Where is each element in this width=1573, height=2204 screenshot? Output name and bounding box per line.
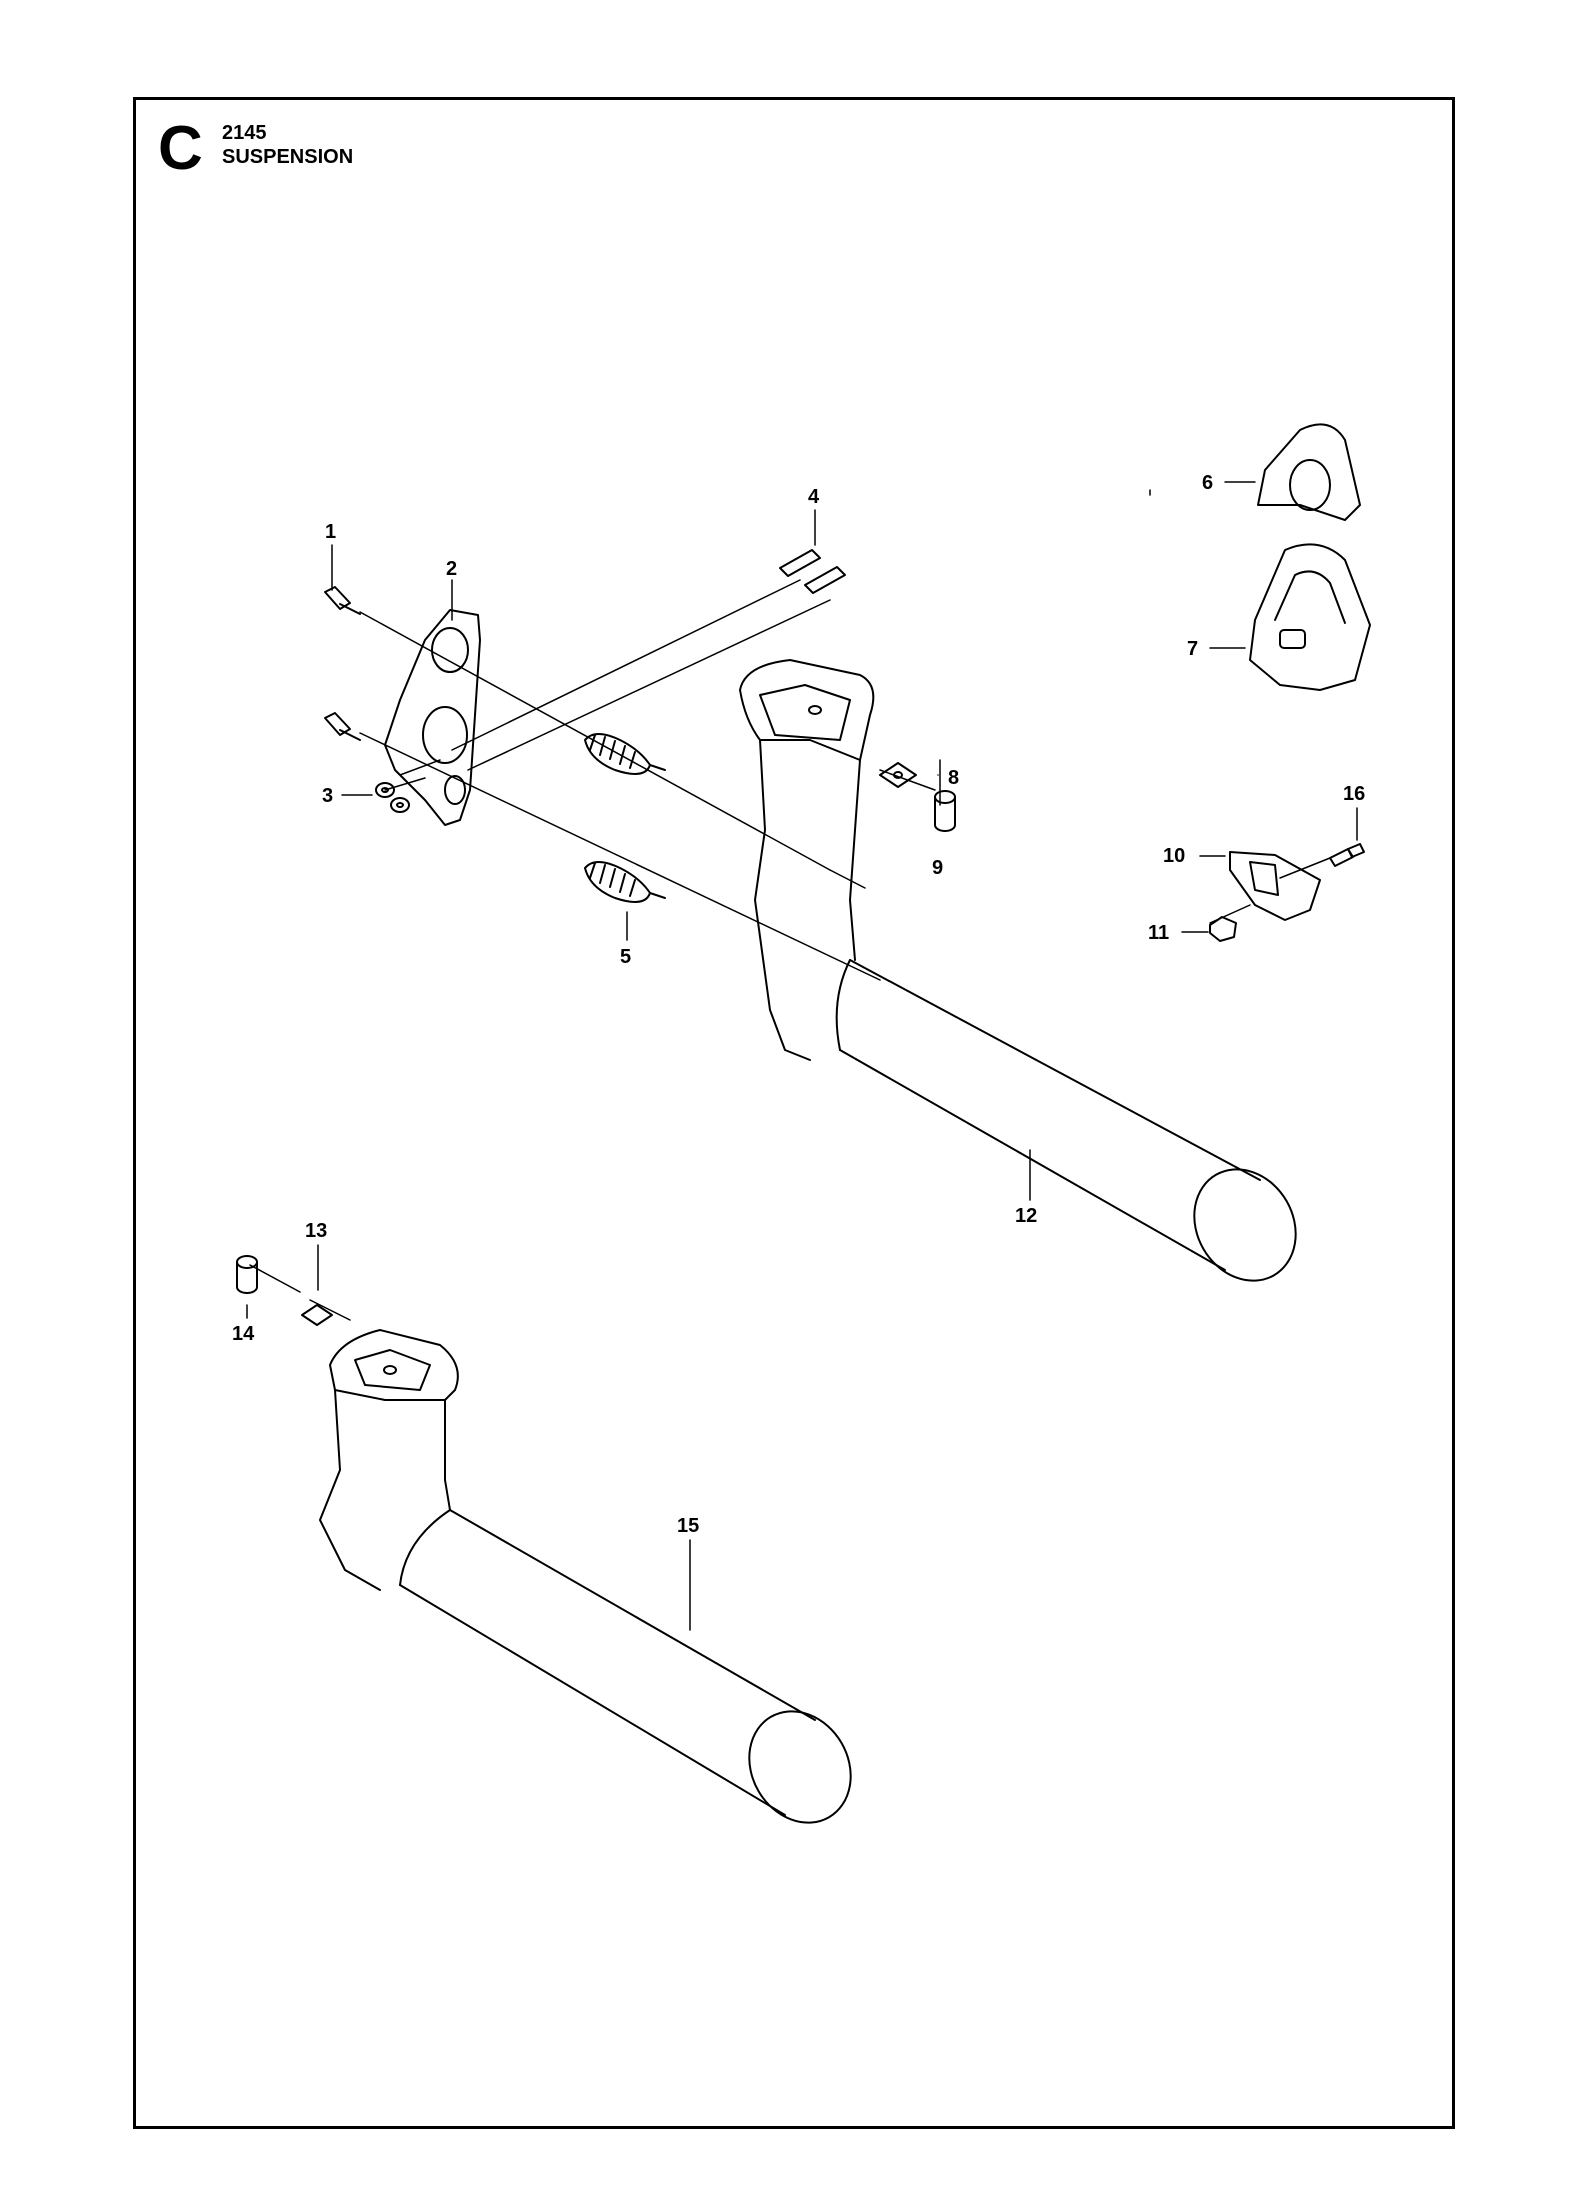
- part-1-screws: [324, 586, 361, 741]
- part-12-handle: [739, 659, 1297, 1282]
- callout-2: 2: [446, 558, 457, 580]
- part-6-clip: [1257, 423, 1361, 521]
- part-2-bracket: [384, 609, 481, 826]
- section-letter: C: [158, 114, 203, 183]
- callout-1: 1: [325, 521, 336, 543]
- section-number: 2145: [222, 122, 267, 144]
- callout-labels: 1 2 3 4 5 6 7 8 9 10 11 12 13 14 15 16: [232, 472, 1365, 1537]
- callout-9: 9: [932, 857, 943, 879]
- part-3-nuts: [375, 782, 410, 813]
- callout-10: 10: [1163, 845, 1185, 867]
- callout-12: 12: [1015, 1205, 1037, 1227]
- callout-16: 16: [1343, 783, 1365, 805]
- callout-4: 4: [808, 486, 820, 508]
- part-13-nut: [301, 1304, 333, 1326]
- part-5-springs: [584, 733, 666, 903]
- callout-5: 5: [620, 946, 631, 968]
- callout-13: 13: [305, 1220, 327, 1242]
- part-8-square-nut: [879, 762, 917, 788]
- callout-14: 14: [232, 1323, 255, 1345]
- leader-lines: [246, 481, 1358, 1631]
- callout-11: 11: [1148, 922, 1169, 944]
- part-16-screw: [1329, 843, 1365, 867]
- assembly-lines: [249, 489, 1331, 1321]
- part-4-screws: [779, 549, 846, 594]
- callout-7: 7: [1187, 638, 1198, 660]
- callout-15: 15: [677, 1515, 699, 1537]
- part-10-clamp: [1229, 851, 1321, 921]
- part-15-handle: [319, 1329, 852, 1824]
- part-7-clip: [1249, 543, 1371, 691]
- callout-6: 6: [1202, 472, 1213, 494]
- page-frame: [133, 97, 1455, 2129]
- section-title: SUSPENSION: [222, 146, 354, 168]
- part-9-sleeve: [934, 790, 956, 832]
- callout-3: 3: [322, 785, 333, 807]
- part-14-sleeve: [236, 1255, 258, 1294]
- callout-8: 8: [948, 767, 959, 789]
- part-11-nut: [1209, 916, 1237, 942]
